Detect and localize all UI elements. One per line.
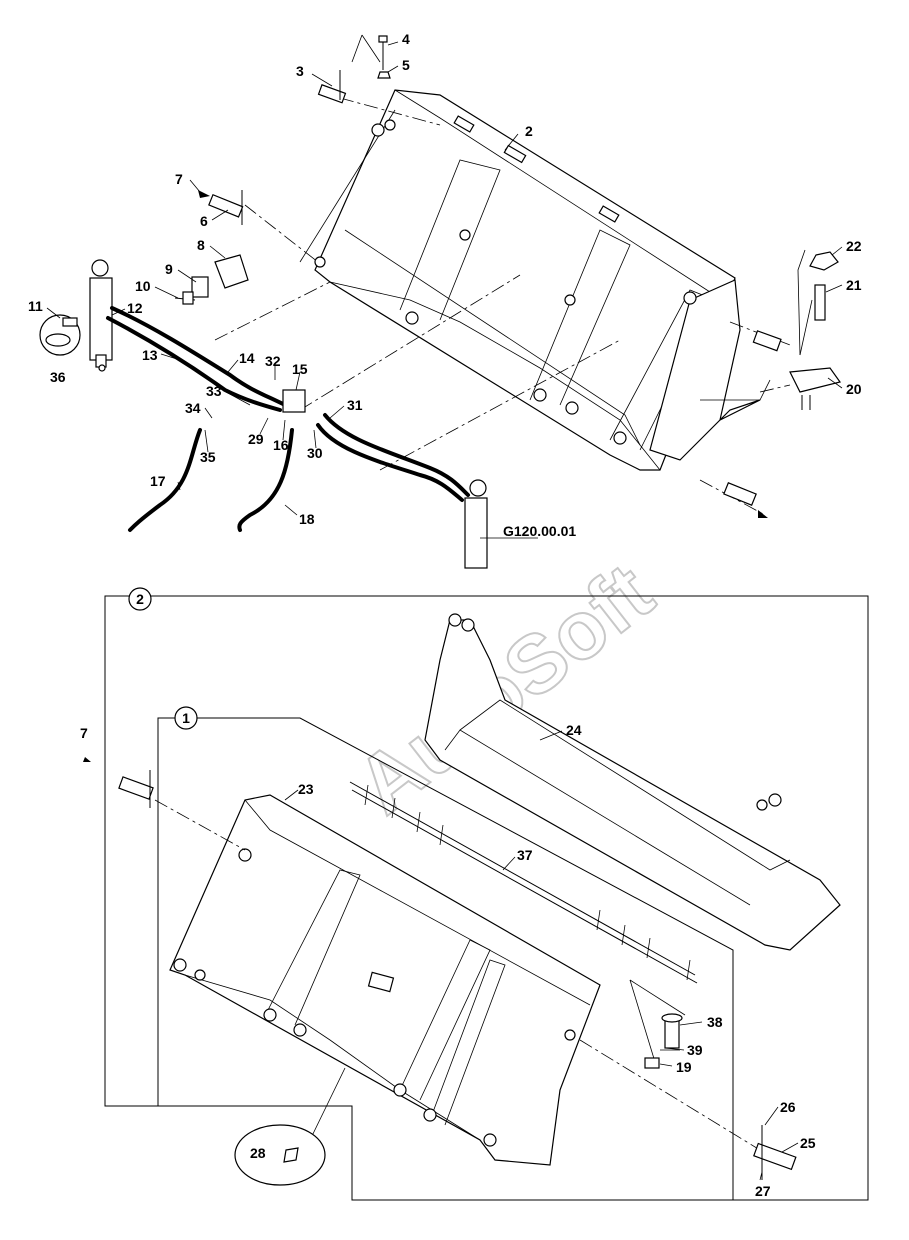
bolts-37 <box>364 784 691 981</box>
callout-4: 4 <box>402 31 410 47</box>
svg-text:1: 1 <box>182 710 190 726</box>
callout-17: 17 <box>150 473 166 489</box>
pin-6 <box>208 190 244 225</box>
callout-38: 38 <box>707 1014 723 1030</box>
nut-22 <box>809 251 839 271</box>
callout-24: 24 <box>566 722 582 738</box>
cylinder-g120 <box>464 479 488 569</box>
callout-22: 22 <box>846 238 862 254</box>
block-15 <box>282 389 306 413</box>
callout-34: 34 <box>185 400 201 416</box>
callout-3: 3 <box>296 63 304 79</box>
callout-28: 28 <box>250 1145 266 1161</box>
callout-11: 11 <box>28 298 43 314</box>
pin-3 <box>317 70 347 104</box>
leader-lines <box>46 41 843 1181</box>
pin-7-lower <box>83 757 154 808</box>
bucket-upper <box>299 89 771 471</box>
hose-18 <box>237 428 294 532</box>
callout-12: 12 <box>127 300 143 316</box>
callout-27: 27 <box>755 1183 771 1199</box>
callout-labels: 2 3 4 5 6 7 8 9 10 11 12 13 14 15 16 17 … <box>28 31 862 1199</box>
pin-19 <box>644 1057 660 1069</box>
pin-25 <box>753 1125 797 1180</box>
svg-text:2: 2 <box>136 591 144 607</box>
group-2-marker: 2 <box>128 587 152 611</box>
callout-16: 16 <box>273 437 289 453</box>
callout-9: 9 <box>165 261 173 277</box>
callout-21: 21 <box>846 277 862 293</box>
bucket-24 <box>424 613 841 951</box>
detail-28 <box>234 1067 346 1186</box>
pin-38 <box>661 1013 683 1049</box>
detail-circle-36 <box>39 314 81 356</box>
callout-5: 5 <box>402 57 410 73</box>
callout-35: 35 <box>200 449 216 465</box>
pin-right-bottom <box>723 482 768 518</box>
callout-13: 13 <box>142 347 158 363</box>
callout-2: 2 <box>525 123 533 139</box>
callout-8: 8 <box>197 237 205 253</box>
cylinder-12 <box>89 259 113 372</box>
callout-20: 20 <box>846 381 862 397</box>
callout-31: 31 <box>347 397 363 413</box>
callout-6: 6 <box>200 213 208 229</box>
hose-14 <box>110 306 287 407</box>
group-1-marker: 1 <box>174 706 198 730</box>
assembly-reference: G120.00.01 <box>503 523 576 539</box>
callout-25: 25 <box>800 1135 816 1151</box>
bucket-23 <box>169 794 601 1166</box>
callout-15: 15 <box>292 361 308 377</box>
pin-right-top <box>752 330 782 352</box>
callout-7: 7 <box>175 171 183 187</box>
tooth-20 <box>789 367 842 410</box>
bolt-4 <box>377 35 391 79</box>
callout-29: 29 <box>248 431 264 447</box>
arrow-7 <box>198 190 210 198</box>
hose-17 <box>128 428 202 532</box>
group-1-frame <box>157 717 734 1201</box>
clamp-8 <box>191 254 249 298</box>
callout-10: 10 <box>135 278 151 294</box>
callout-7-lower: 7 <box>80 725 88 741</box>
callout-18: 18 <box>299 511 315 527</box>
callout-32: 32 <box>265 353 281 369</box>
callout-14: 14 <box>239 350 255 366</box>
bolt-10 <box>174 291 196 305</box>
callout-23: 23 <box>298 781 314 797</box>
callout-37: 37 <box>517 847 533 863</box>
callout-19: 19 <box>676 1059 692 1075</box>
callout-33: 33 <box>206 383 222 399</box>
callout-30: 30 <box>307 445 323 461</box>
callout-39: 39 <box>687 1042 703 1058</box>
edge-bar-37 <box>349 781 698 984</box>
callout-26: 26 <box>780 1099 796 1115</box>
callout-36: 36 <box>50 369 66 385</box>
bolt-21 <box>814 284 826 321</box>
